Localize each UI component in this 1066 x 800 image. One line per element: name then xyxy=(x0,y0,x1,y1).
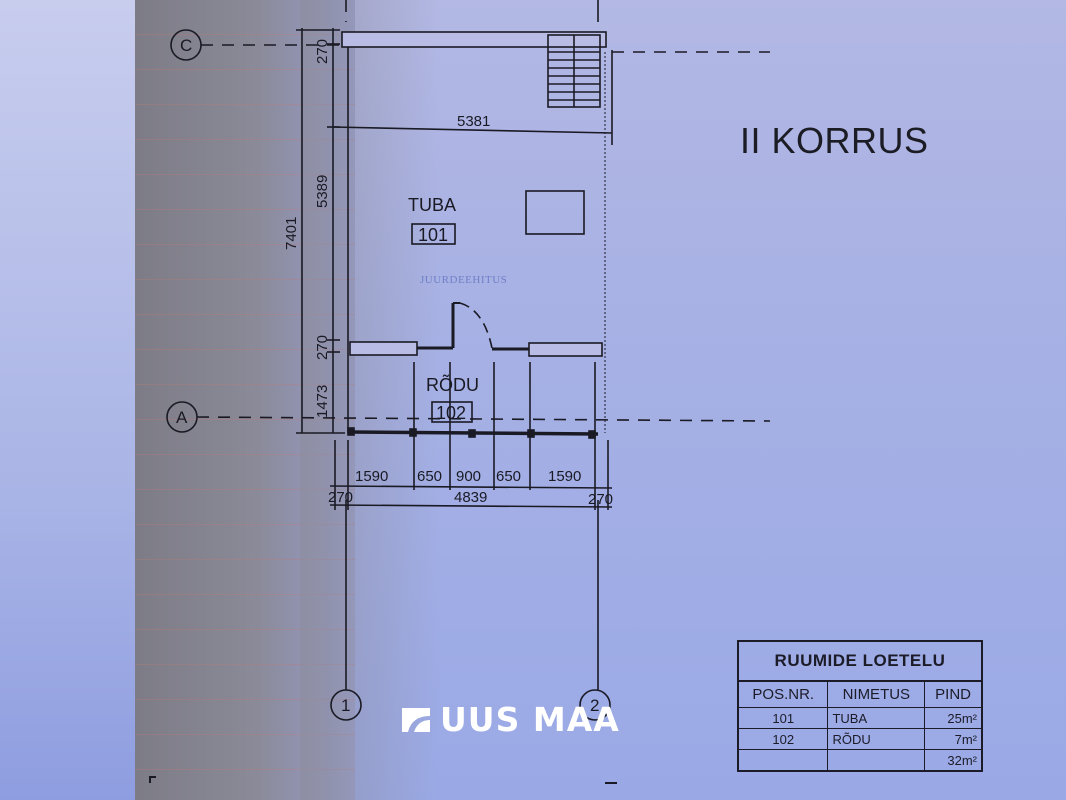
dim-bottom-seg-4: 650 xyxy=(496,468,521,485)
cell-name: RÕDU xyxy=(827,728,926,750)
cell-area: 7m² xyxy=(924,728,983,750)
axis-marker-2 xyxy=(579,689,611,721)
stamp-juurdeehitus: JUURDEEHITUS xyxy=(420,274,507,286)
dim-bottom-wall-right: 270 xyxy=(588,491,613,508)
logo-mark-icon xyxy=(402,707,430,732)
dim-bottom-seg-5: 1590 xyxy=(548,468,581,485)
cell-pos xyxy=(737,749,829,772)
dim-bottom-seg-3: 900 xyxy=(456,468,481,485)
axis-label-a: A xyxy=(176,408,188,427)
dim-left-wall-mid: 270 xyxy=(314,335,331,360)
cell-name: TUBA xyxy=(827,707,926,729)
table-row: 102 RÕDU 7m² xyxy=(737,728,983,750)
dim-left-balcony: 1473 xyxy=(314,385,331,418)
room-number-101: 101 xyxy=(418,225,448,245)
room-list-title: RUUMIDE LOETELU xyxy=(737,640,983,682)
floor-title: II KORRUS xyxy=(740,120,929,161)
logo-text: UUS MAA xyxy=(440,700,620,739)
header-nimetus: NIMETUS xyxy=(827,680,926,708)
axis-label-1: 1 xyxy=(341,696,350,715)
table-row-total: 32m² xyxy=(737,749,983,772)
dim-bottom-wall-left: 270 xyxy=(328,489,353,506)
room-number-102: 102 xyxy=(436,403,466,423)
header-pos-nr: POS.NR. xyxy=(737,680,829,708)
cell-pos: 101 xyxy=(737,707,829,729)
axis-label-2: 2 xyxy=(590,696,599,715)
dim-bottom-total: 4839 xyxy=(454,489,487,506)
uus-maa-logo: UUS MAA xyxy=(402,703,620,736)
dim-left-room: 5389 xyxy=(314,175,331,208)
cell-pos: 102 xyxy=(737,728,829,750)
background-left-paper xyxy=(0,0,135,800)
axis-label-c: C xyxy=(180,36,192,55)
cell-name xyxy=(827,749,926,772)
dim-top-width: 5381 xyxy=(457,113,490,130)
dim-bottom-seg-1: 1590 xyxy=(355,468,388,485)
cell-area-total: 32m² xyxy=(924,749,983,772)
dim-left-wall-top: 270 xyxy=(314,39,331,64)
dim-bottom-seg-2: 650 xyxy=(417,468,442,485)
background-fade xyxy=(300,0,440,800)
table-row: 101 TUBA 25m² xyxy=(737,707,983,729)
dim-left-total: 7401 xyxy=(283,217,300,250)
room-list-table: RUUMIDE LOETELU POS.NR. NIMETUS PIND 101… xyxy=(737,640,983,772)
axis-marker-1 xyxy=(330,689,362,721)
cell-area: 25m² xyxy=(924,707,983,729)
room-name-rodu: RÕDU xyxy=(426,374,479,395)
room-name-tuba: TUBA xyxy=(408,195,456,215)
header-pind: PIND xyxy=(924,680,983,708)
